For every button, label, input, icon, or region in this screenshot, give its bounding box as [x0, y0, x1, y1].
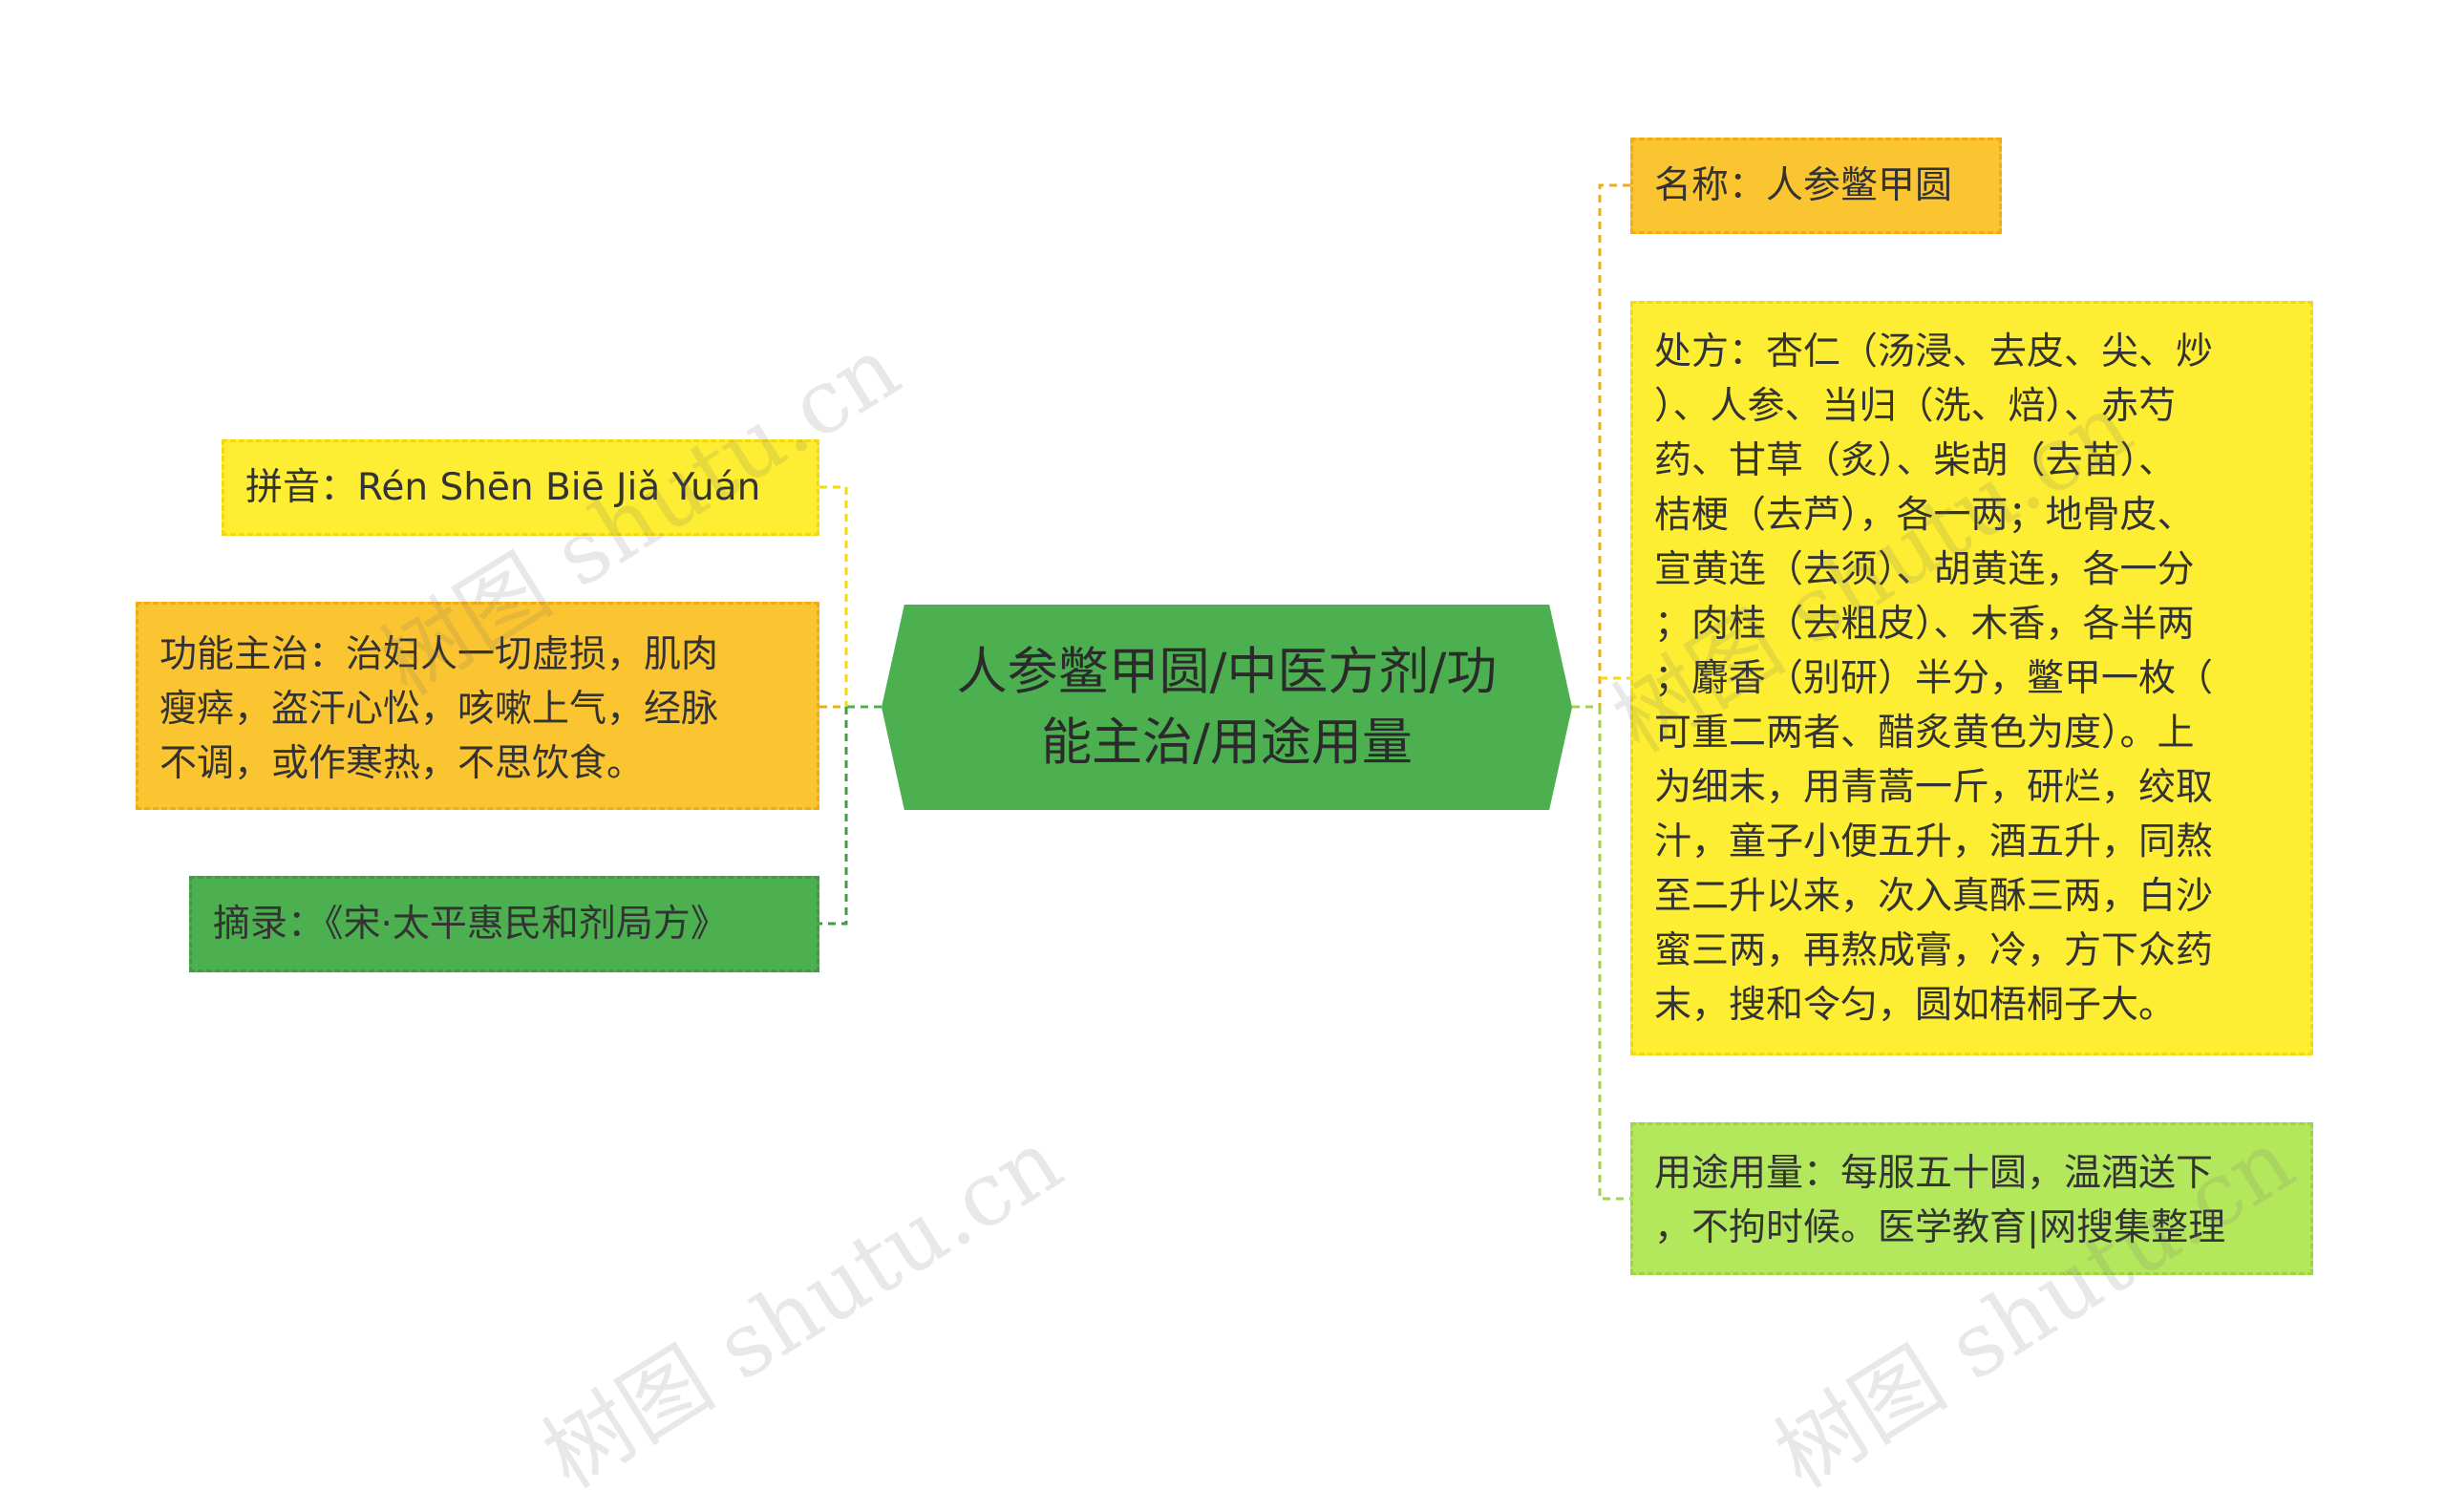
connector-lines [819, 183, 1630, 1201]
usage-line: ，不拘时候。医学教育|网搜集整理 [1654, 1206, 2226, 1249]
formula-line: ；麝香（别研）半分，鳖甲一枚（ [1654, 657, 2214, 700]
connector-name [1598, 183, 1630, 707]
formula-line: 汁，童子小便五升，酒五升，同熬 [1654, 820, 2214, 863]
formula-node[interactable]: 处方：杏仁（汤浸、去皮、尖、炒 ）、人参、当归（洗、焙）、赤芍 药、甘草（炙）、… [1630, 301, 2313, 1055]
usage-node[interactable]: 用途用量：每服五十圆，温酒送下 ，不拘时候。医学教育|网搜集整理 [1630, 1122, 2313, 1275]
pinyin-text: 拼音：Rén Shēn Biē Jiǎ Yuán [245, 466, 761, 509]
connector-pinyin [819, 485, 848, 707]
name-node[interactable]: 名称：人参鳖甲圆 [1630, 138, 2002, 234]
function-line: 功能主治：治妇人一切虚损，肌肉 [159, 633, 719, 676]
connector-source [819, 707, 848, 926]
formula-line: 可重二两者、醋炙黄色为度）。上 [1654, 712, 2195, 755]
function-line: 不调，或作寒热，不思饮食。 [159, 742, 645, 785]
formula-line: 至二升以来，次入真酥三两，白沙 [1654, 875, 2214, 918]
formula-line: ；肉桂（去粗皮）、木香，各半两 [1654, 603, 2195, 646]
root-topic-line-1: 人参鳖甲圆/中医方剂/功 [956, 642, 1498, 701]
name-text: 名称：人参鳖甲圆 [1654, 164, 1953, 207]
source-text: 摘录：《宋·太平惠民和剂局方》 [213, 903, 728, 946]
function-line: 瘦瘁，盗汗心忪，咳嗽上气，经脉 [159, 688, 719, 731]
root-topic-node[interactable]: 人参鳖甲圆/中医方剂/功 能主治/用途用量 [882, 605, 1572, 810]
formula-line: ）、人参、当归（洗、焙）、赤芍 [1654, 385, 2177, 428]
formula-line: 处方：杏仁（汤浸、去皮、尖、炒 [1654, 330, 2214, 373]
formula-line: 桔梗（去芦），各一两；地骨皮、 [1654, 494, 2195, 537]
connector-usage [1598, 707, 1630, 1201]
root-topic-line-2: 能主治/用途用量 [1041, 713, 1413, 772]
formula-line: 为细末，用青蒿一斤，研烂，绞取 [1654, 766, 2214, 809]
formula-line: 宣黄连（去须）、胡黄连，各一分 [1654, 548, 2195, 591]
formula-line: 药、甘草（炙）、柴胡（去苗）、 [1654, 439, 2177, 482]
formula-line: 末，搜和令匀，圆如梧桐子大。 [1654, 984, 2177, 1027]
source-node[interactable]: 摘录：《宋·太平惠民和剂局方》 [189, 876, 819, 972]
usage-line: 用途用量：每服五十圆，温酒送下 [1654, 1152, 2214, 1195]
root-topic-text: 人参鳖甲圆/中医方剂/功 能主治/用途用量 [957, 637, 1498, 778]
function-node[interactable]: 功能主治：治妇人一切虚损，肌肉 瘦瘁，盗汗心忪，咳嗽上气，经脉 不调，或作寒热，… [136, 602, 819, 810]
formula-line: 蜜三两，再熬成膏，冷，方下众药 [1654, 929, 2214, 972]
pinyin-node[interactable]: 拼音：Rén Shēn Biē Jiǎ Yuán [222, 439, 819, 536]
